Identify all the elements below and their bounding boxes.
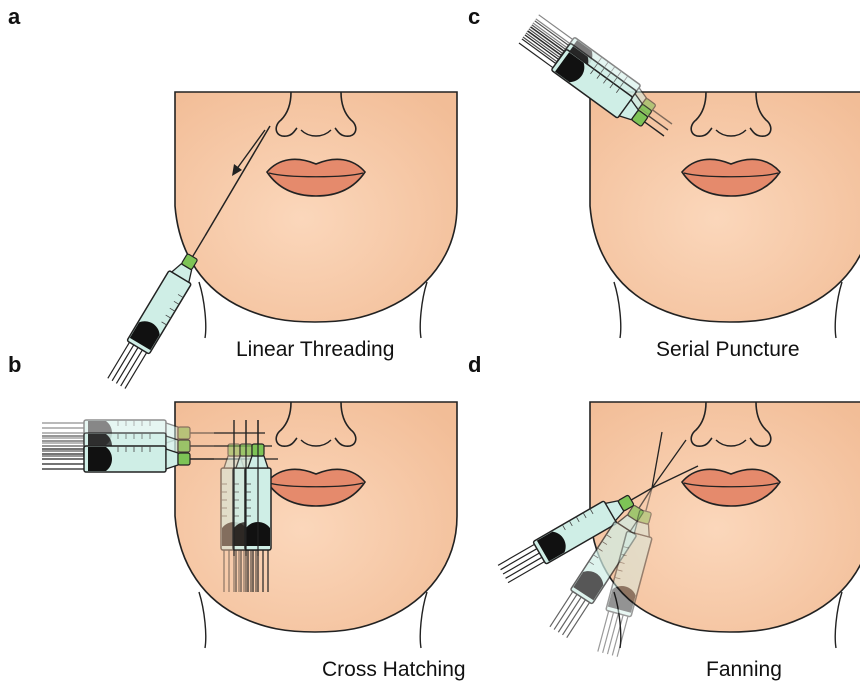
syringe-icon-b-vertical xyxy=(221,420,271,592)
caption-fanning: Fanning xyxy=(706,658,782,682)
panel-letter-d: d xyxy=(468,352,481,378)
face-b xyxy=(175,402,457,648)
caption-linear-threading: Linear Threading xyxy=(236,338,394,362)
panel-letter-a: a xyxy=(8,4,20,30)
face-c xyxy=(590,92,860,338)
caption-serial-puncture: Serial Puncture xyxy=(656,338,800,362)
panel-letter-b: b xyxy=(8,352,21,378)
panel-letter-c: c xyxy=(468,4,480,30)
caption-cross-hatching: Cross Hatching xyxy=(322,658,466,682)
